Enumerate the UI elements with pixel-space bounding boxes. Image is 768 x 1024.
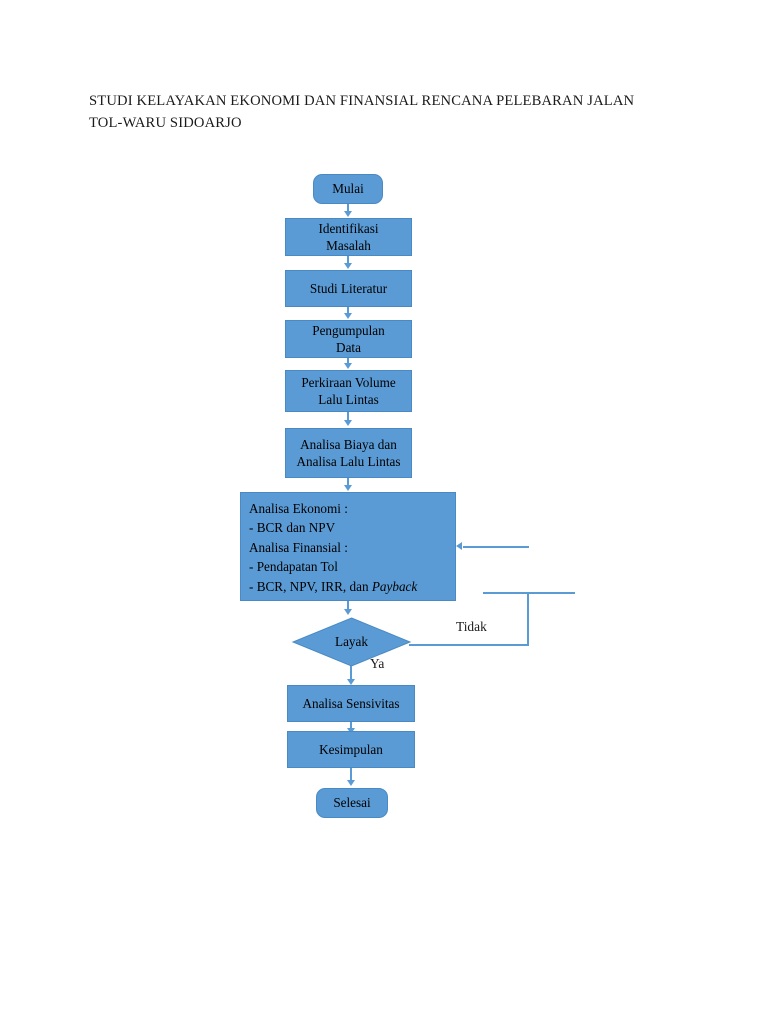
connector-ekonomi-layak [347,601,349,611]
branch-label-ya: Ya [370,656,385,671]
analisa-ekonomi-line-5-prefix: - BCR, NPV, IRR, dan [249,578,372,594]
flow-node-analisa-sensivitas[interactable]: Analisa Sensivitas [287,685,415,722]
flow-node-analisa-biaya-label: Analisa Biaya dan Analisa Lalu Lintas [296,436,401,470]
arrowhead-left-icon [456,542,462,550]
connector-biaya-ekonomi [347,478,349,487]
flow-node-pengumpulan-data-label: Pengumpulan Data [312,322,385,356]
diamond-shape-icon [291,617,412,667]
analisa-ekonomi-line-5: - BCR, NPV, IRR, dan Payback [249,577,417,596]
flow-node-studi-literatur-label: Studi Literatur [309,280,388,296]
flow-node-identifikasi-masalah[interactable]: Identifikasi Masalah [285,218,412,256]
connector-feedback-top-horizontal [483,592,575,594]
connector-identifikasi-literatur [347,256,349,266]
analisa-ekonomi-line-3: Analisa Finansial : [249,539,348,555]
connector-pengumpulan-volume [347,358,349,366]
arrowhead-down-icon [343,313,352,319]
flow-node-selesai[interactable]: Selesai [316,788,388,818]
arrowhead-down-icon [343,211,352,217]
flow-node-kesimpulan[interactable]: Kesimpulan [287,731,415,768]
branch-label-tidak: Tidak [456,619,487,634]
connector-tidak-vertical [527,593,529,645]
arrowhead-down-icon [343,263,352,269]
arrowhead-down-icon [343,609,352,615]
analisa-ekonomi-line-4: - Pendapatan Tol [249,559,338,575]
flow-node-layak-decision[interactable]: Layak [291,617,412,667]
page-title: STUDI KELAYAKAN EKONOMI DAN FINANSIAL RE… [89,93,635,131]
connector-kesimpulan-selesai [350,768,352,782]
flow-node-analisa-biaya[interactable]: Analisa Biaya dan Analisa Lalu Lintas [285,428,412,478]
connector-volume-biaya [347,412,349,423]
flow-node-analisa-sensivitas-label: Analisa Sensivitas [302,695,400,711]
connector-ya-vertical [350,666,352,682]
analisa-ekonomi-line-2: - BCR dan NPV [249,520,336,536]
flow-node-perkiraan-volume[interactable]: Perkiraan Volume Lalu Lintas [285,370,412,412]
analisa-ekonomi-line-5-payback: Payback [371,578,418,594]
arrowhead-down-icon [343,420,352,426]
flow-node-identifikasi-masalah-label: Identifikasi Masalah [318,220,379,254]
arrowhead-down-icon [343,363,352,369]
flow-node-mulai-label: Mulai [332,181,364,197]
flow-node-kesimpulan-label: Kesimpulan [319,741,383,757]
flow-node-selesai-label: Selesai [333,795,371,811]
arrowhead-down-icon [346,780,355,786]
flow-node-perkiraan-volume-label: Perkiraan Volume Lalu Lintas [301,374,396,408]
arrowhead-down-icon [346,679,355,685]
flow-node-studi-literatur[interactable]: Studi Literatur [285,270,412,307]
arrowhead-down-icon [343,485,352,491]
flow-node-pengumpulan-data[interactable]: Pengumpulan Data [285,320,412,358]
flow-node-analisa-ekonomi[interactable]: Analisa Ekonomi : - BCR dan NPV Analisa … [240,492,456,601]
connector-feedback-into-ekonomi [463,546,529,548]
analisa-ekonomi-line-1: Analisa Ekonomi : [249,501,348,516]
connector-literatur-pengumpulan [347,307,349,316]
flow-node-mulai[interactable]: Mulai [313,174,383,204]
connector-mulai-identifikasi [347,204,349,214]
connector-sensivitas-kesimpulan [350,722,352,731]
connector-tidak-horizontal [409,644,529,646]
